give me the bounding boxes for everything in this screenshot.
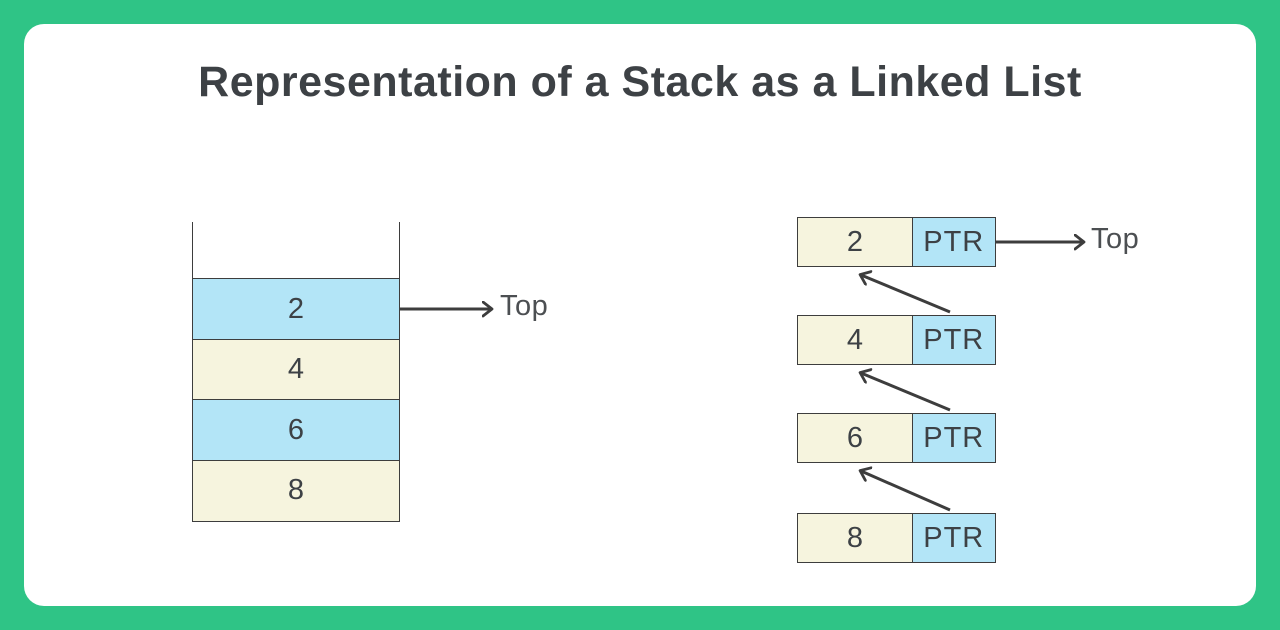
stack-open-top — [192, 222, 400, 278]
linked-list-node: 8 PTR — [797, 513, 996, 563]
node-pointer-cell: PTR — [911, 217, 996, 267]
linked-list-node: 6 PTR — [797, 413, 996, 463]
stack-diagram: 2 4 6 8 — [192, 222, 400, 522]
node-value-cell: 6 — [797, 413, 913, 463]
node-pointer-cell: PTR — [911, 413, 996, 463]
list-top-label: Top — [1091, 223, 1140, 255]
stack-top-label: Top — [500, 290, 549, 322]
node-pointer-cell: PTR — [911, 315, 996, 365]
linked-list-node: 4 PTR — [797, 315, 996, 365]
node-pointer-cell: PTR — [911, 513, 996, 563]
stack-cell: 8 — [192, 459, 400, 522]
node-value-cell: 8 — [797, 513, 913, 563]
stack-cell: 6 — [192, 399, 400, 461]
node-value-cell: 2 — [797, 217, 913, 267]
stack-cell: 4 — [192, 338, 400, 401]
linked-list-node: 2 PTR — [797, 217, 996, 267]
node-value-cell: 4 — [797, 315, 913, 365]
stack-cell: 2 — [192, 278, 400, 340]
page-title: Representation of a Stack as a Linked Li… — [198, 58, 1082, 106]
